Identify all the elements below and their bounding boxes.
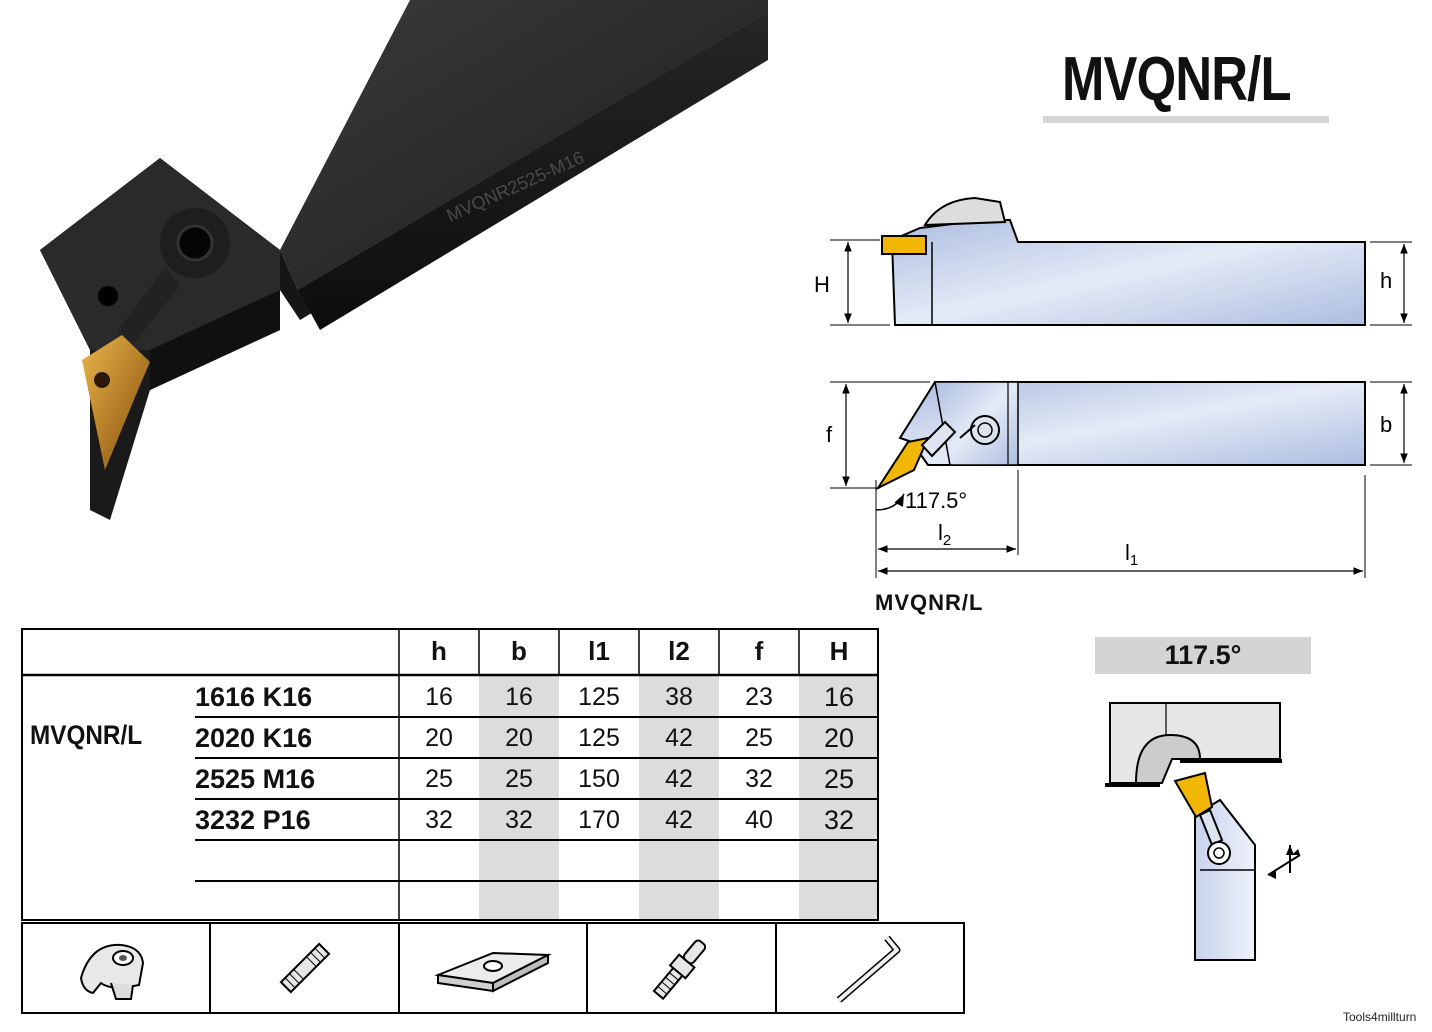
col-header-b: b <box>511 636 527 666</box>
clamp-icon <box>80 943 145 1000</box>
spare-parts-strip <box>21 922 965 1014</box>
col-header-f: f <box>754 636 764 666</box>
tool-holder-photo: MVQNR2525-M16 <box>40 0 768 520</box>
shim-icon <box>434 951 552 993</box>
dim-label-f: f <box>826 422 833 447</box>
cell-h: 25 <box>425 765 453 793</box>
dim-label-l2: l2 <box>938 520 951 549</box>
row-code: 1616 K16 <box>195 682 313 712</box>
part-cell-hex-key <box>777 924 963 1012</box>
watermark: Tools4millturn <box>1343 1010 1417 1024</box>
cutting-direction-diagram <box>1105 702 1301 961</box>
dim-label-b: b <box>1380 412 1392 437</box>
shim-screw-icon <box>652 939 707 1001</box>
family-label: MVQNR/L <box>30 720 143 750</box>
cell-l2: 42 <box>665 806 693 834</box>
part-cell-shim-screw <box>588 924 777 1012</box>
cell-H: 25 <box>823 764 855 794</box>
table-row: 2525 M16 25 25 150 42 32 25 <box>195 759 885 800</box>
dim-label-H: H <box>814 272 830 297</box>
diagram-caption: MVQNR/L <box>875 590 984 615</box>
page-title: MVQNR/L <box>1062 45 1291 114</box>
cell-b: 20 <box>505 724 533 752</box>
cell-H: 32 <box>823 805 855 835</box>
dim-label-l1: l1 <box>1125 540 1138 569</box>
row-code: 3232 P16 <box>195 805 311 835</box>
technical-drawing: H h f b 117.5° l2 l1 <box>814 196 1412 578</box>
cell-H: 16 <box>823 682 855 712</box>
cell-l1: 150 <box>578 765 620 793</box>
part-cell-shim <box>400 924 589 1012</box>
cell-l1: 125 <box>578 724 620 752</box>
cell-f: 32 <box>745 765 773 793</box>
cell-f: 25 <box>745 724 773 752</box>
angle-badge: 117.5° <box>1095 637 1311 674</box>
angle-label: 117.5° <box>905 488 967 513</box>
row-code: 2525 M16 <box>195 764 316 794</box>
part-cell-screw <box>211 924 400 1012</box>
row-code: 2020 K16 <box>195 723 313 753</box>
dim-label-h: h <box>1380 268 1392 293</box>
table-row: 1616 K16 16 16 125 38 23 16 <box>195 677 885 718</box>
cell-H: 20 <box>823 723 855 753</box>
cell-l2: 42 <box>665 724 693 752</box>
col-header-l2: l2 <box>668 636 690 666</box>
cell-b: 25 <box>505 765 533 793</box>
cell-l2: 42 <box>665 765 693 793</box>
cell-h: 32 <box>425 806 453 834</box>
cell-h: 20 <box>425 724 453 752</box>
cell-b: 16 <box>505 683 533 711</box>
part-cell-clamp <box>23 924 212 1012</box>
top-view: f b 117.5° l2 l1 <box>826 381 1412 578</box>
cell-l1: 170 <box>578 806 620 834</box>
col-header-h: h <box>431 636 447 666</box>
cell-l2: 38 <box>665 683 693 711</box>
cell-f: 23 <box>745 683 773 711</box>
spec-table-grid <box>21 628 879 921</box>
screw-icon <box>279 942 331 994</box>
col-header-l1: l1 <box>588 636 610 666</box>
title-underline <box>1043 116 1329 123</box>
col-header-H: H <box>829 636 849 666</box>
cell-h: 16 <box>425 683 453 711</box>
table-row: 3232 P16 32 32 170 42 40 32 <box>195 800 885 841</box>
cell-l1: 125 <box>578 683 620 711</box>
cell-b: 32 <box>505 806 533 834</box>
table-row: 2020 K16 20 20 125 42 25 20 <box>195 718 885 759</box>
hex-key-icon <box>836 935 901 1003</box>
cell-f: 40 <box>745 806 773 834</box>
side-view: H h <box>814 196 1412 326</box>
